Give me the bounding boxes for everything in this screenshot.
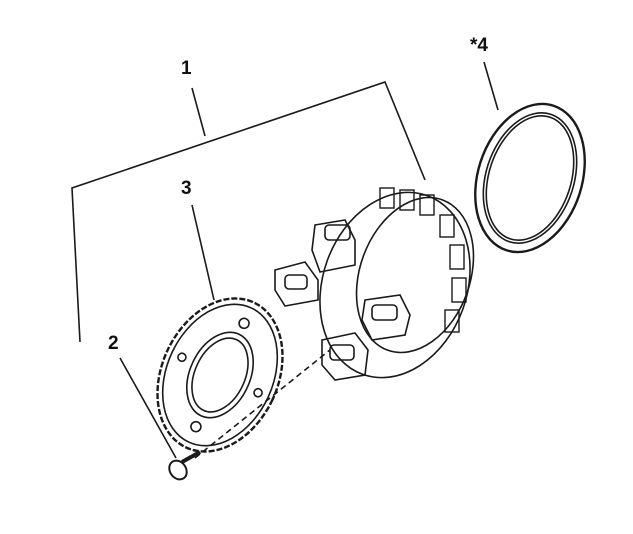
assembly-axis xyxy=(194,349,331,459)
leader-part-2 xyxy=(119,357,177,459)
label-part-4: *4 xyxy=(470,35,488,56)
label-part-3: 3 xyxy=(181,178,192,199)
ring-part-4 xyxy=(474,102,586,254)
label-part-1: 1 xyxy=(181,58,192,79)
leader-part-4 xyxy=(483,61,499,111)
bracket-part-1 xyxy=(71,81,426,343)
leader-part-3 xyxy=(191,204,215,301)
label-part-2: 2 xyxy=(108,333,119,354)
hub-assembly xyxy=(274,187,475,381)
plate-part-3 xyxy=(156,297,284,453)
screw-part-2 xyxy=(168,450,201,481)
